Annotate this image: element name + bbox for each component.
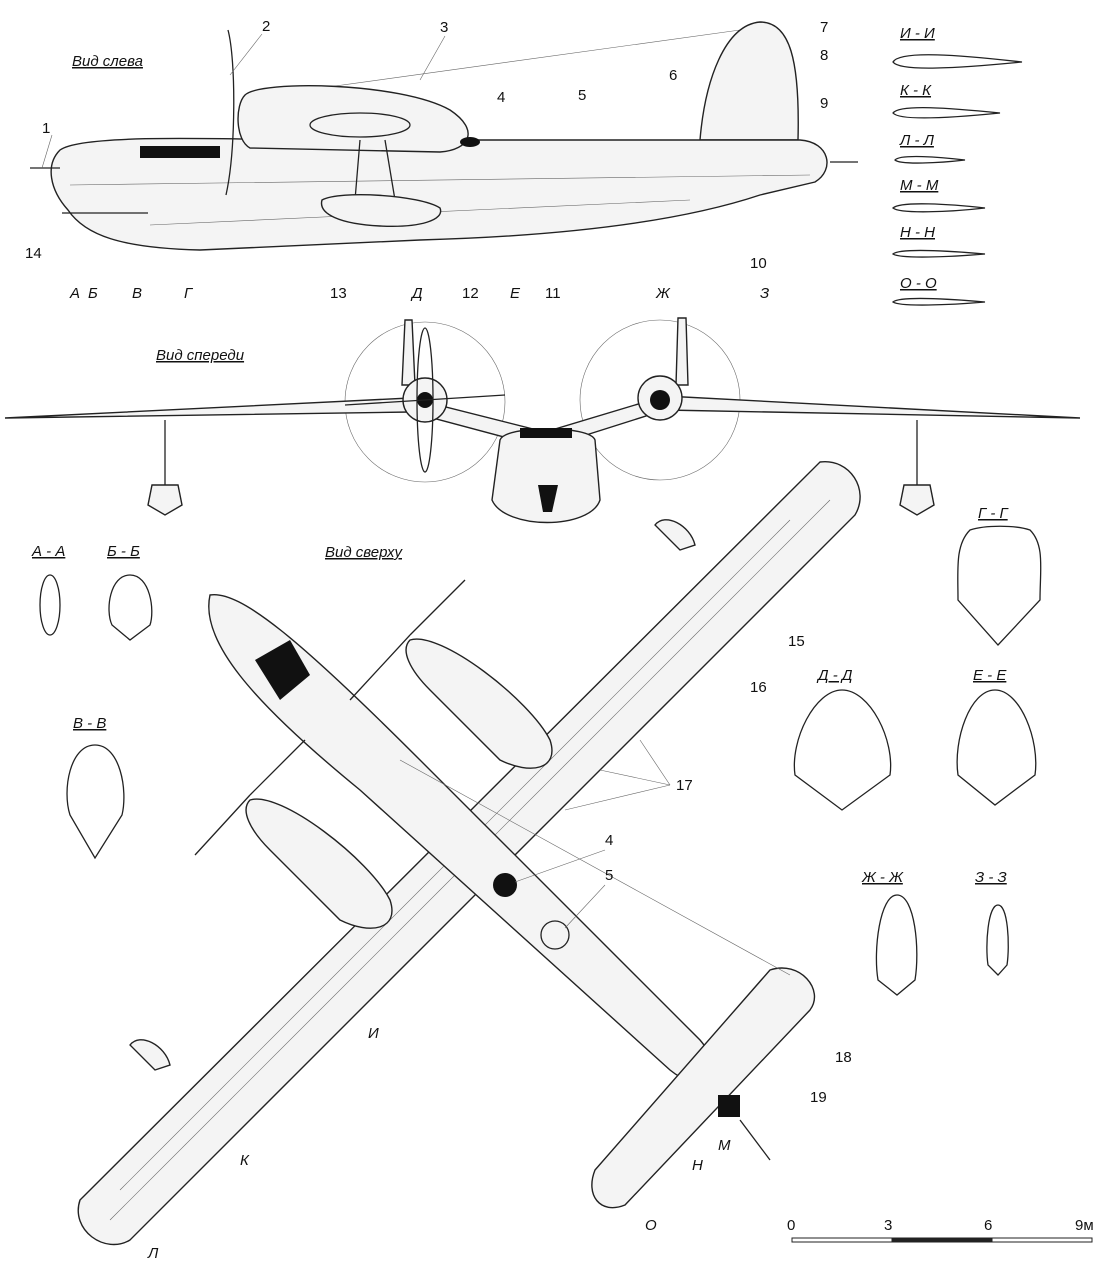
station-zh: Ж [655,285,671,302]
callout-6: 6 [669,67,677,84]
callout-4: 4 [497,89,505,106]
section-a: А - А [31,543,65,560]
antenna-wire [269,29,741,96]
callout-19: 19 [810,1089,827,1106]
station-b: Б [88,285,98,302]
section-i: И - И [900,25,935,42]
hull [50,137,828,251]
section-n: Н - Н [900,224,935,241]
callout-4-top: 4 [605,832,613,849]
callout-5: 5 [578,87,586,104]
front-view-title: Вид спереди [156,347,245,364]
callout-8: 8 [820,47,828,64]
section-zh: Ж - Ж [861,869,904,886]
nacelle-left [245,798,393,929]
scale-9m: 9м [1075,1217,1094,1234]
section-z: З - З [975,869,1007,886]
float-left [147,484,183,516]
section-m: М - М [900,177,939,194]
letter-o: О [645,1217,657,1234]
station-z: З [760,285,769,302]
letter-k: К [240,1152,250,1169]
side-view-title: Вид слева [72,53,143,70]
letter-i: И [368,1025,379,1042]
callout-3: 3 [440,19,448,36]
section-g: Г - Г [978,505,1009,522]
station-g: Г [184,285,194,302]
callout-15: 15 [788,633,805,650]
callout-17: 17 [676,777,693,794]
scale-6: 6 [984,1217,992,1234]
top-view-title: Вид сверху [325,544,403,561]
scale-3: 3 [884,1217,892,1234]
cockpit-top [255,640,310,700]
callout-10: 10 [750,255,767,272]
section-e: Е - Е [973,667,1007,684]
callout-9: 9 [820,95,828,112]
section-o: О - О [900,275,937,292]
station-a: А [69,285,80,302]
callout-11: 11 [545,285,561,302]
wing-float [320,194,442,228]
station-d: Д [410,285,423,302]
callout-13: 13 [330,285,347,302]
cockpit-glazing [140,146,220,158]
callout-1: 1 [42,120,50,137]
letter-n: Н [692,1157,703,1174]
callout-16: 16 [750,679,767,696]
callout-18: 18 [835,1049,852,1066]
propeller [225,29,235,196]
section-v: В - В [73,715,106,732]
section-k: К - К [900,82,932,99]
callout-14: 14 [25,245,42,262]
scale-bar: 0 3 6 9м [787,1217,1094,1243]
callout-12: 12 [462,285,479,302]
side-view: Вид слева 1 2 3 4 5 6 7 8 9 10 11 12 13 … [25,18,858,302]
tail-fin [699,21,799,141]
callout-2: 2 [262,18,270,35]
nacelle-right [405,638,553,769]
letter-m: М [718,1137,731,1154]
callout-5-top: 5 [605,867,613,884]
section-l: Л - Л [899,132,935,149]
airfoil-sections: И - И К - К Л - Л М - М Н - Н О - О [891,25,1023,306]
section-b: Б - Б [107,543,140,560]
wing-front [4,395,1081,449]
section-d: Д - Д [816,667,853,684]
front-view: Вид спереди [4,317,1081,524]
float-right [899,484,935,516]
station-e: Е [510,285,521,302]
station-v: В [132,285,142,302]
callout-7: 7 [820,19,828,36]
hull-sections: А - А Б - Б В - В Г - Г Д - Д Е - Е Ж - … [31,505,1042,996]
scale-0: 0 [787,1217,795,1234]
letter-l: Л [147,1245,159,1262]
top-view: Вид сверху 15 16 17 4 5 18 [77,461,861,1262]
tailplane-top [591,967,816,1209]
engine-nacelle [237,85,469,153]
